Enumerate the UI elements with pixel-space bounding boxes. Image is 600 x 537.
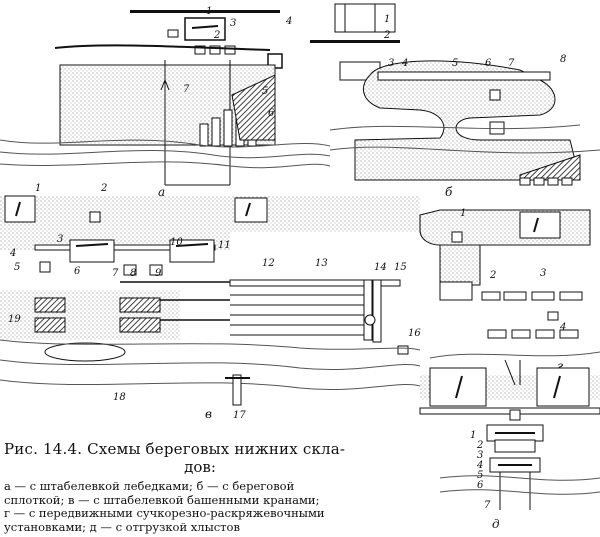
caption-legend: а — с штабелевкой лебедками; б — с берег…: [4, 479, 396, 534]
caption-title-cont: дов:: [184, 458, 216, 476]
truck-2: [536, 367, 590, 407]
callout-13: 13: [315, 258, 328, 269]
diagram-g: 1 2 3 4 г: [419, 208, 600, 373]
callout-2: 2: [213, 30, 220, 41]
callout-15: 15: [394, 262, 407, 273]
diagram-b: 1 2 3 4 5 6 7 8 б: [310, 3, 600, 199]
crane-track: [377, 71, 551, 81]
transfer-14: [363, 279, 373, 341]
raft: [44, 342, 126, 362]
callout-2: 2: [489, 270, 496, 281]
callout-4: 4: [285, 16, 292, 27]
callout-6: 6: [268, 108, 275, 119]
shoreline: [0, 139, 331, 148]
callout-12: 12: [262, 258, 275, 269]
stacks-a: [199, 74, 276, 147]
callout-7: 7: [484, 500, 491, 511]
callout-3: 3: [540, 268, 546, 279]
callout-7: 7: [508, 58, 515, 69]
processing-line: [439, 281, 583, 301]
figure-caption: Рис. 14.4. Схемы береговых нижних скла- …: [4, 440, 396, 534]
sublabel-v: в: [205, 407, 212, 421]
truck-unload-2: [234, 197, 268, 223]
callout-5: 5: [262, 86, 268, 97]
callout-4: 4: [9, 248, 16, 259]
callout-6: 6: [485, 58, 492, 69]
callout-4: 4: [559, 322, 566, 333]
callout-5: 5: [452, 58, 458, 69]
diagram-v: 1 2 3 4 5 6 7 8 9 10 11 12 13 14 15 16 1…: [0, 183, 421, 421]
callout-6: 6: [477, 480, 484, 491]
callout-17: 17: [233, 410, 246, 421]
callout-4: 4: [401, 58, 408, 69]
pier-17: [232, 374, 242, 406]
callout-7: 7: [183, 84, 190, 95]
callout-1: 1: [206, 6, 212, 17]
callout-16: 16: [408, 328, 421, 339]
stacks-v: [34, 297, 161, 333]
callout-2: 2: [383, 30, 390, 41]
callout-11: 11: [218, 240, 231, 251]
truck: [519, 211, 561, 239]
callout-3: 3: [57, 234, 63, 245]
diagram-d: 1 2 3 4 5 6 7 д: [419, 359, 600, 531]
callout-10: 10: [170, 237, 183, 248]
yard-band: [0, 196, 420, 232]
callout-1: 1: [460, 208, 466, 219]
legend-line: а — с штабелевкой лебедками; б — с берег…: [4, 479, 295, 493]
winch-house: [184, 17, 226, 41]
callout-3: 3: [388, 58, 394, 69]
callout-3: 3: [230, 18, 236, 29]
callout-4: 4: [476, 460, 483, 471]
caption-title: Рис. 14.4. Схемы береговых нижних скла-: [4, 440, 346, 458]
cable-line: [54, 44, 271, 51]
sublabel-g: г: [557, 359, 563, 373]
callout-7: 7: [112, 268, 119, 279]
sublabel-b: б: [445, 185, 453, 199]
transfer-15: [372, 279, 382, 343]
callout-19: 19: [8, 314, 21, 325]
callout-9: 9: [155, 268, 162, 279]
callout-1: 1: [384, 14, 390, 25]
callout-14: 14: [374, 262, 387, 273]
callout-3: 3: [477, 450, 483, 461]
road: [310, 40, 400, 43]
callout-5: 5: [14, 262, 20, 273]
callout-1: 1: [470, 430, 476, 441]
sorted-piles: [487, 329, 579, 339]
diagram-a: 1 2 3 4 5 6 7 а: [0, 6, 331, 199]
callout-2: 2: [476, 440, 483, 451]
callout-8: 8: [560, 54, 566, 65]
truck-unload-1: [4, 195, 36, 223]
callout-1: 1: [35, 183, 41, 194]
road: [130, 10, 280, 13]
callout-6: 6: [74, 266, 81, 277]
callout-5: 5: [477, 470, 483, 481]
sublabel-d: д: [492, 517, 500, 531]
legend-line: сплоткой; в — с штабелевкой башенными кр…: [4, 492, 320, 507]
legend-line: г — с передвижными сучкорезно-раскряжево…: [4, 506, 325, 520]
bundles: [519, 177, 573, 186]
callout-18: 18: [113, 392, 126, 403]
legend-line: установками; д — с отгрузкой хлыстов: [4, 519, 240, 534]
callout-8: 8: [130, 268, 136, 279]
sublabel-a: а: [158, 185, 165, 199]
crane-track: [34, 244, 216, 251]
callout-2: 2: [100, 183, 107, 194]
conveyor-12: [229, 279, 401, 287]
winch-cab: [167, 29, 179, 38]
